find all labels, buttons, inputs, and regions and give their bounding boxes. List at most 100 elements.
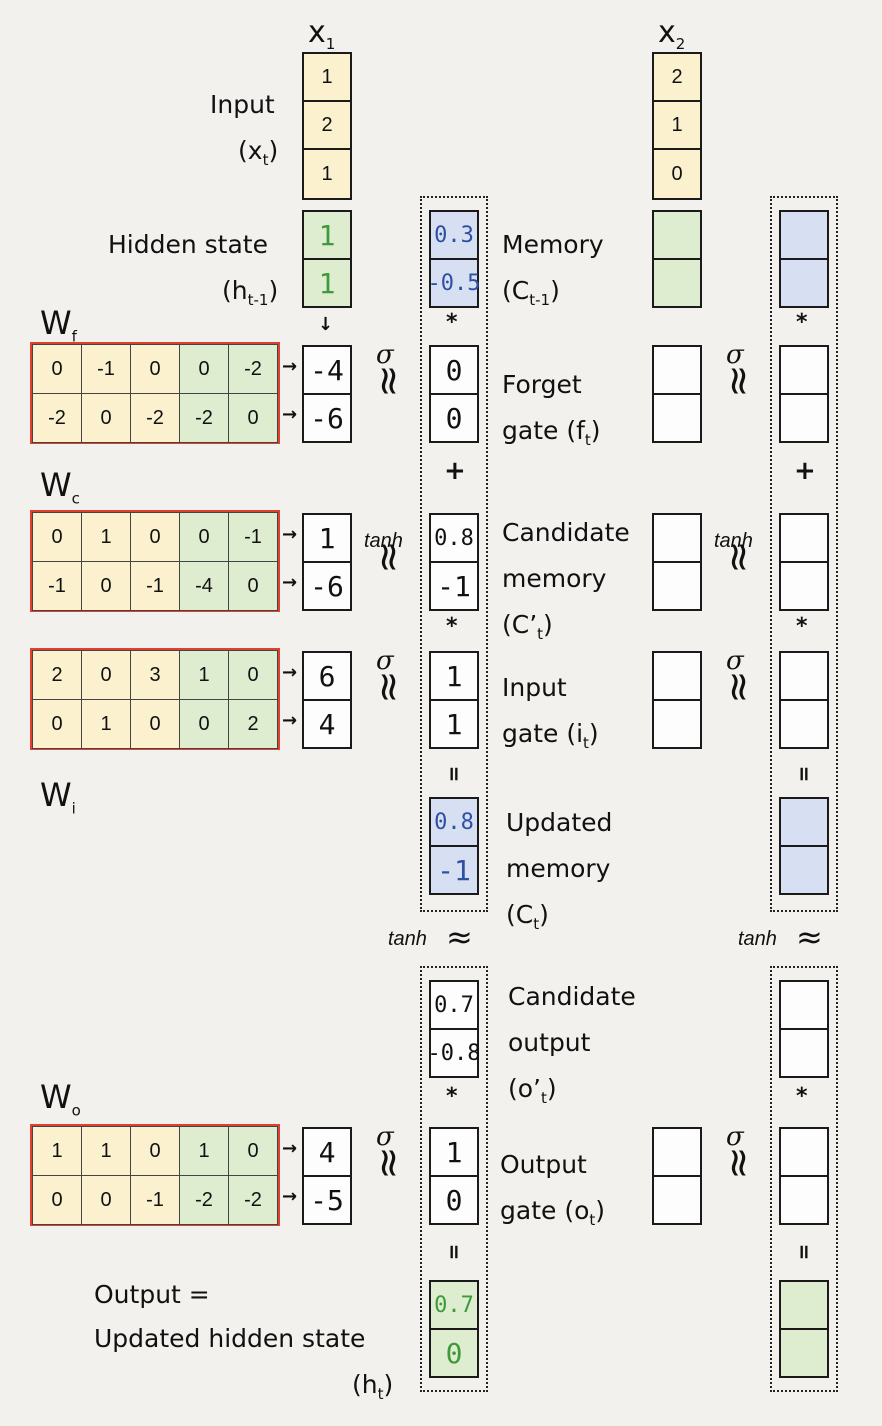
- x2-memory-prev-cell: [779, 210, 829, 260]
- wi-cell: 0: [179, 699, 229, 749]
- multiply-operator: *: [796, 1084, 808, 1109]
- wi-cell: 0: [81, 650, 131, 700]
- arrow-icon: →: [282, 572, 298, 593]
- wf-cell: 0: [32, 344, 82, 394]
- down-arrow-icon: ↓: [318, 314, 334, 335]
- x1-cell: 2: [302, 100, 352, 150]
- x2-candidate-output-cell: [779, 1028, 829, 1078]
- updated-memory-cell: 0.8: [429, 797, 479, 847]
- output-label: Output =: [94, 1280, 210, 1309]
- x2-forget-gate-cell: [779, 393, 829, 443]
- updated-memory-cell: -1: [429, 845, 479, 895]
- candidate-memory-symbol: (C’t): [502, 610, 553, 643]
- h-out-cell: 0: [429, 1328, 479, 1378]
- wf-matrix: 0 -1 0 0 -2 -2 0 -2 -2 0: [30, 342, 280, 444]
- approx-icon: ≈: [365, 540, 412, 574]
- forget-gate-cell: 0: [429, 393, 479, 443]
- approx-icon: ≈: [715, 540, 762, 574]
- x2-pre-c-cell: [652, 513, 702, 563]
- multiply-operator: *: [796, 310, 808, 335]
- x2-h-prev-cell: [652, 258, 702, 308]
- x2-h-out-cell: [779, 1280, 829, 1330]
- arrow-icon: →: [282, 524, 298, 545]
- approx-icon: ≈: [715, 364, 762, 398]
- h-prev-cell: 1: [302, 210, 352, 260]
- equals-operator: =: [442, 1243, 467, 1261]
- x2-input-gate-cell: [779, 699, 829, 749]
- x2-header: x2: [658, 15, 686, 54]
- x2-h-out-cell: [779, 1328, 829, 1378]
- hidden-state-label: Hidden state: [108, 230, 268, 259]
- tanh-label: tanh: [364, 530, 403, 552]
- hidden-state-symbol: (ht-1): [222, 276, 279, 309]
- sigma-label: σ: [376, 340, 394, 370]
- x2-cell: 0: [652, 148, 702, 200]
- approx-icon: ≈: [715, 670, 762, 704]
- candidate-memory-label: memory: [502, 564, 607, 593]
- pre-i-cell: 6: [302, 651, 352, 701]
- wc-cell: 0: [130, 512, 180, 562]
- wc-cell: 0: [228, 561, 278, 611]
- input-gate-symbol: gate (it): [502, 719, 599, 752]
- h-out-cell: 0.7: [429, 1280, 479, 1330]
- wf-cell: 0: [228, 393, 278, 443]
- wi-cell: 3: [130, 650, 180, 700]
- wc-label: Wc: [40, 466, 80, 508]
- wo-matrix: 1 1 0 1 0 0 0 -1 -2 -2: [30, 1124, 280, 1226]
- wi-label: Wi: [40, 776, 76, 818]
- wo-cell: 0: [130, 1126, 180, 1176]
- sigma-label: σ: [726, 646, 744, 676]
- x2-pre-i-cell: [652, 651, 702, 701]
- input-label: Input: [210, 90, 275, 119]
- output-symbol: (ht): [352, 1370, 394, 1403]
- x2-pre-c-cell: [652, 561, 702, 611]
- wf-cell: 0: [179, 344, 229, 394]
- updated-memory-symbol: (Ct): [506, 900, 549, 933]
- equals-operator: =: [792, 765, 817, 783]
- sigma-label: σ: [376, 1122, 394, 1152]
- multiply-operator: *: [446, 1084, 458, 1109]
- tanh-label: tanh: [714, 530, 753, 552]
- x2-pre-f-cell: [652, 345, 702, 395]
- pre-c-cell: -6: [302, 561, 352, 611]
- pre-f-cell: -6: [302, 393, 352, 443]
- wo-cell: 1: [32, 1126, 82, 1176]
- wo-cell: -2: [228, 1175, 278, 1225]
- x2-pre-i-cell: [652, 699, 702, 749]
- x2-pre-o-cell: [652, 1175, 702, 1225]
- memory-prev-cell: -0.5: [428, 258, 481, 308]
- arrow-icon: →: [282, 356, 298, 377]
- x2-cell: 1: [652, 100, 702, 150]
- x2-pre-o-cell: [652, 1127, 702, 1177]
- wc-cell: -1: [32, 561, 82, 611]
- updated-memory-label: memory: [506, 854, 611, 883]
- forget-gate-label: Forget: [502, 370, 582, 399]
- forget-gate-cell: 0: [429, 345, 479, 395]
- candidate-output-cell: -0.8: [428, 1028, 481, 1078]
- candidate-memory-cell: -1: [429, 561, 479, 611]
- output-label: Updated hidden state: [94, 1324, 366, 1353]
- output-gate-cell: 1: [429, 1127, 479, 1177]
- input-gate-label: Input: [502, 673, 567, 702]
- wf-cell: -2: [32, 393, 82, 443]
- wc-cell: -4: [179, 561, 229, 611]
- memory-label: Memory: [502, 230, 604, 259]
- wi-cell: 1: [81, 699, 131, 749]
- pre-f-cell: -4: [302, 345, 352, 395]
- pre-o-cell: 4: [302, 1127, 352, 1177]
- wi-cell: 0: [228, 650, 278, 700]
- x2-updated-memory-cell: [779, 845, 829, 895]
- x2-cell: 2: [652, 52, 702, 102]
- wo-cell: 1: [179, 1126, 229, 1176]
- tanh-label: tanh: [388, 928, 427, 950]
- arrow-icon: →: [282, 710, 298, 731]
- x2-output-gate-cell: [779, 1127, 829, 1177]
- x2-candidate-memory-cell: [779, 513, 829, 563]
- candidate-output-symbol: (o’t): [508, 1074, 557, 1107]
- x2-candidate-memory-cell: [779, 561, 829, 611]
- wf-cell: 0: [81, 393, 131, 443]
- wf-cell: -1: [81, 344, 131, 394]
- wo-cell: 0: [32, 1175, 82, 1225]
- wo-label: Wo: [40, 1078, 81, 1120]
- input-symbol: (xt): [238, 136, 279, 169]
